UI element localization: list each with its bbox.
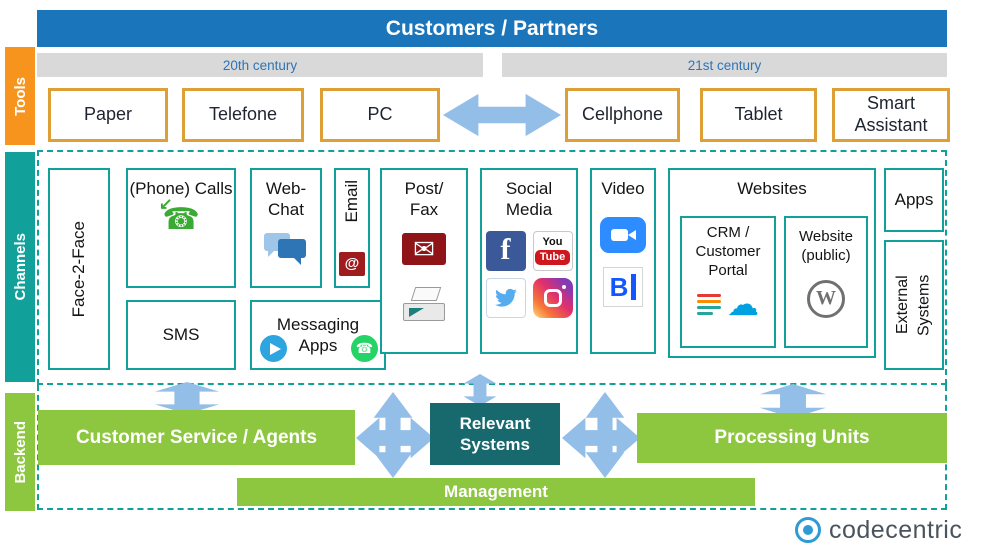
facebook-icon: f [485,230,526,271]
tool-paper-label: Paper [83,104,133,125]
channel-post-fax: Post/ Fax ✉ [380,168,468,354]
relevant-systems-label: Relevant Systems [459,413,531,454]
tool-telefone-label: Telefone [208,104,278,125]
crm-list-icon [697,293,721,315]
era-bar-20th-century: 20th century [37,53,483,77]
channel-external-systems: External Systems [884,240,944,370]
video-label: Video [601,179,645,198]
arrow-relevant-systems-processing-units [562,417,640,459]
websites-label: Websites [737,179,807,198]
channel-websites: Websites CRM / Customer Portal ☁ Website… [668,168,876,358]
section-label-tools: Tools [5,47,35,145]
relevant-systems: Relevant Systems [430,403,560,465]
incoming-call-arrow-icon: ↙ [159,196,173,214]
tool-pc-label: PC [367,104,393,125]
customer-service-label: Customer Service / Agents [75,426,318,448]
header-customers-partners: Customers / Partners [37,10,947,47]
customer-service-agents: Customer Service / Agents [38,410,355,465]
processing-units-label: Processing Units [714,427,870,448]
youtube-icon: You Tube [532,230,573,271]
section-label-backend: Backend [5,393,35,511]
zoom-icon [600,217,646,254]
bluejeans-icon: B [603,267,643,308]
channel-web-chat: Web-Chat [250,168,322,288]
header-title: Customers / Partners [385,16,599,40]
salesforce-cloud-icon: ☁ [727,286,759,323]
phone-calls-label: (Phone) Calls [129,179,233,198]
management-label: Management [444,482,548,501]
instagram-icon [532,277,573,318]
email-label: Email [342,180,362,223]
email-at-icon: @ [339,252,365,276]
messaging-apps-label: Messaging Apps [276,314,360,355]
post-envelope-icon: ✉ [402,232,446,265]
telegram-icon [260,335,287,362]
crm-icons: ☁ [697,288,759,320]
channel-sms: SMS [126,300,236,370]
arrow-customer-service-relevant-systems [356,417,434,459]
face2face-label: Face-2-Face [69,220,89,318]
channel-messaging-apps: Messaging Apps ☎ [250,300,386,370]
channel-email: Email @ [334,168,370,288]
backend-label: Backend [11,420,29,484]
management-bar: Management [237,478,755,506]
era-bar-21st-century: 21st century [502,53,947,77]
fax-machine-icon [401,286,447,321]
tool-tablet: Tablet [700,88,817,142]
tool-smart-assistant-label: Smart Assistant [854,93,928,135]
tool-paper: Paper [48,88,168,142]
arrow-channels-customer-service [154,382,220,414]
channel-face2face: Face-2-Face [48,168,110,370]
section-label-channels: Channels [5,152,35,382]
tool-cellphone-label: Cellphone [581,104,664,125]
channel-phone-calls: (Phone) Calls ☎ ↙ [126,168,236,288]
tool-tablet-label: Tablet [734,104,783,125]
codecentric-logo-icon [795,517,821,543]
arrow-20th-21st-century [443,93,561,137]
post-fax-label: Post/ Fax [404,179,444,220]
phone-call-icon: ☎ ↙ [159,196,200,237]
tool-cellphone: Cellphone [565,88,680,142]
channel-video: Video B [590,168,656,354]
tool-smart-assistant: Smart Assistant [832,88,950,142]
arrow-channels-processing-units [759,384,827,418]
social-media-label: Social Media [505,179,553,220]
tool-pc: PC [320,88,440,142]
codecentric-logo: codecentric [795,514,995,546]
channel-social-media: Social Media f You Tube [480,168,578,354]
tools-label: Tools [11,76,29,116]
codecentric-logo-text: codecentric [829,515,963,544]
apps-label: Apps [894,190,934,210]
whatsapp-icon: ☎ [351,335,378,362]
era-21st-label: 21st century [687,57,762,73]
processing-units: Processing Units [637,413,947,463]
tool-telefone: Telefone [182,88,304,142]
social-icons-grid: f You Tube [485,230,573,318]
crm-portal-label: CRM / Customer Portal [695,224,761,279]
channel-apps: Apps [884,168,944,232]
sms-label: SMS [162,325,200,345]
wordpress-icon: W [807,279,845,318]
channels-label: Channels [11,233,29,301]
era-20th-label: 20th century [222,57,298,73]
twitter-icon [485,277,526,318]
crm-customer-portal: CRM / Customer Portal ☁ [680,216,776,348]
external-systems-label: External Systems [894,274,933,336]
web-chat-label: Web-Chat [265,179,307,220]
channels-region-frame [37,150,947,385]
website-public-label: Website (public) [799,228,853,264]
chat-bubbles-icon [264,231,308,265]
arrow-channels-relevant-systems [463,374,497,406]
website-public: Website (public) W [784,216,868,348]
